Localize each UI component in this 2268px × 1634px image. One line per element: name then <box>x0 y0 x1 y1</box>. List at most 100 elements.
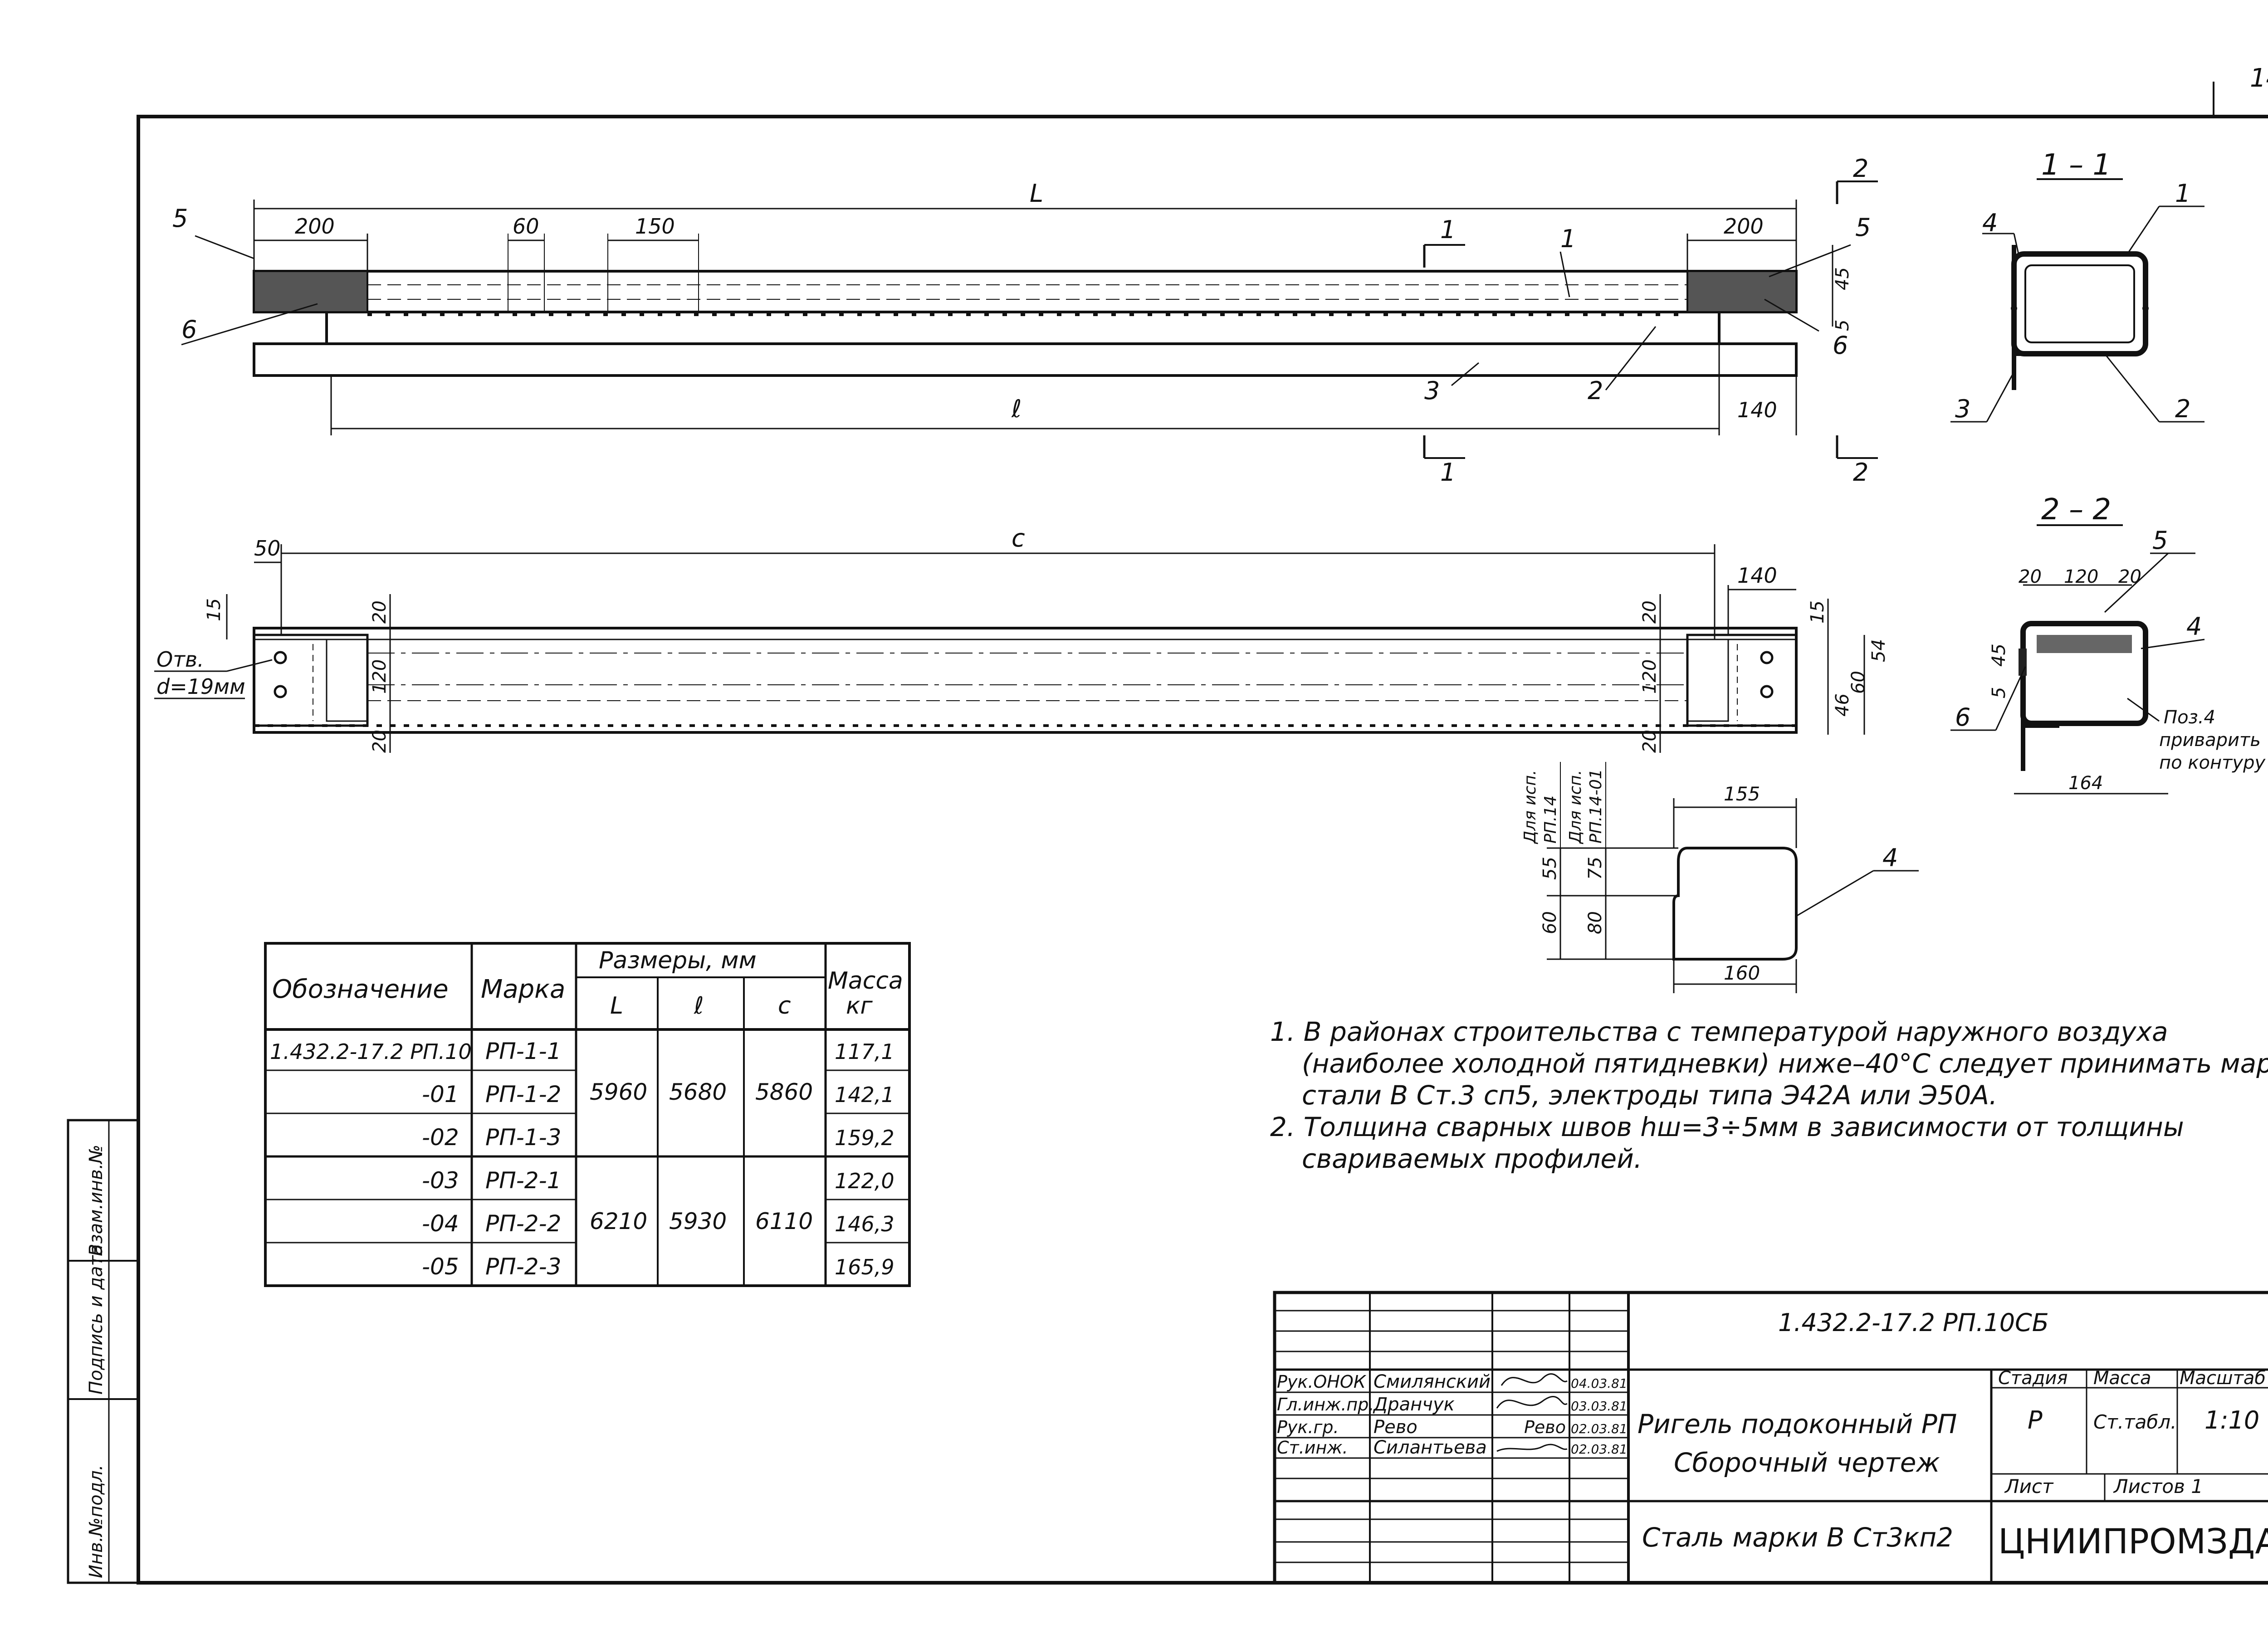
plate-detail: 155 160 55 60 75 80 Для исп. РП.14 Для и… <box>1521 762 1919 993</box>
dim-20-left-top: 20 <box>369 600 390 624</box>
s22-pos-6: 6 <box>1955 703 1970 732</box>
dim-15-right: 15 <box>1807 600 1828 624</box>
s22-dim-20b: 20 <box>2118 566 2141 587</box>
dim-15-left: 15 <box>204 598 225 621</box>
dim-200-right: 200 <box>1724 214 1764 239</box>
spec-table: Обозначение Марка Размеры, мм L ℓ c Масс… <box>264 942 911 1287</box>
dim-46: 46 <box>1832 693 1853 717</box>
tb-material: Сталь марки В Ст3кп2 <box>1642 1522 1953 1553</box>
group2-L: 6210 <box>590 1208 647 1234</box>
dim-60: 60 <box>513 214 539 239</box>
cut-1-top: 1 <box>1440 215 1456 244</box>
section-2-2-title: 2 – 2 <box>2041 493 2111 527</box>
row2-mass: 142,1 <box>835 1083 894 1107</box>
group1-c: 5860 <box>755 1079 813 1105</box>
tb-date-3: 02.03.81 <box>1571 1421 1628 1436</box>
s22-dim-5: 5 <box>1989 687 2009 698</box>
plate-pos-4: 4 <box>1882 844 1898 872</box>
row5-designation: -04 <box>422 1210 459 1237</box>
dim-150: 150 <box>635 214 675 239</box>
tb-name-1: Смилянский <box>1374 1371 1491 1392</box>
dim-45: 45 <box>1832 267 1853 290</box>
plate-dim-160: 160 <box>1724 962 1760 984</box>
plate-use1-a: Для исп. <box>1521 770 1540 844</box>
s22-note-3: по контуру <box>2159 752 2266 773</box>
section-2-2: 2 – 2 20 120 20 164 45 5 5 4 6 Поз.4 при… <box>1950 493 2266 795</box>
pos-5-right: 5 <box>1855 213 1871 242</box>
plate-dim-75: 75 <box>1585 857 1606 880</box>
hole-diameter: d=19мм <box>156 674 245 699</box>
dim-20-right-top: 20 <box>1639 600 1660 624</box>
cut-2-bottom: 2 <box>1853 458 1868 487</box>
side-stamp: Инв.№подл. Подпись и дата Взам.инв.№ <box>67 1119 140 1584</box>
row3-mark: РП-1-3 <box>485 1124 561 1151</box>
s22-dim-20a: 20 <box>2019 566 2042 587</box>
group2-l: 5930 <box>669 1208 727 1234</box>
pos-3: 3 <box>1424 376 1440 405</box>
th-l: ℓ <box>694 992 704 1019</box>
tb-sheet: Лист <box>2004 1475 2054 1497</box>
dim-50: 50 <box>254 536 281 561</box>
s11-pos-4: 4 <box>1982 209 1998 237</box>
dim-60: 60 <box>1848 671 1869 694</box>
plate-use2-a: Для исп. <box>1566 770 1585 844</box>
pos-6-right: 6 <box>1833 331 1848 360</box>
tb-role-1: Рук.ОНОК <box>1277 1372 1367 1392</box>
tb-title-1: Ригель подоконный РП <box>1637 1409 1957 1439</box>
row1-designation: 1.432.2-17.2 РП.10 <box>270 1039 472 1064</box>
cut-1-bottom: 1 <box>1440 458 1456 487</box>
tb-role-4: Ст.инж. <box>1277 1438 1348 1458</box>
plate-dim-55: 55 <box>1540 857 1560 880</box>
tb-organization: ЦНИИПРОМЗДАНИЙ <box>1998 1521 2268 1561</box>
th-designation: Обозначение <box>272 975 449 1004</box>
row1-mark: РП-1-1 <box>485 1038 561 1064</box>
hole-label: Отв. <box>156 647 204 672</box>
group1-L: 5960 <box>590 1079 647 1105</box>
s11-pos-3: 3 <box>1955 395 1970 423</box>
title-block: 1.432.2-17.2 РП.10СБ Рук.ОНОК Гл.инж.пр.… <box>1273 1291 2268 1585</box>
tb-name-2: Дранчук <box>1373 1394 1455 1415</box>
row6-designation: -05 <box>422 1254 459 1280</box>
plate-dim-80: 80 <box>1585 911 1606 934</box>
plate-use2-b: РП.14-01 <box>1587 769 1605 844</box>
s11-pos-2: 2 <box>2175 395 2190 423</box>
row2-mark: РП-1-2 <box>485 1081 561 1107</box>
plate-dim-60: 60 <box>1540 911 1560 934</box>
s22-pos-4: 4 <box>2186 612 2202 641</box>
s22-pos-5: 5 <box>2152 526 2168 555</box>
th-mass-unit: кг <box>846 992 873 1019</box>
stamp-signature-date: Подпись и дата <box>86 1244 107 1395</box>
dim-120-left: 120 <box>369 659 390 694</box>
tb-h-stage: Стадия <box>1998 1368 2068 1389</box>
row6-mark: РП-2-3 <box>485 1254 561 1280</box>
dim-5: 5 <box>1832 320 1853 331</box>
dim-54: 54 <box>1868 639 1889 662</box>
s22-note-1: Поз.4 <box>2164 707 2215 728</box>
th-mark: Марка <box>481 975 565 1004</box>
s11-pos-1: 1 <box>2175 179 2190 208</box>
section-1-1-title: 1 – 1 <box>2041 148 2111 182</box>
sheet-frame <box>137 82 2268 1585</box>
s22-note-2: приварить <box>2159 730 2261 751</box>
tb-scale: 1:10 <box>2204 1406 2259 1434</box>
tb-name-4: Силантьева <box>1374 1437 1487 1458</box>
dim-140-top: 140 <box>1737 398 1777 422</box>
beam-plan: c 50 15 20 120 20 Отв. d=19мм <box>154 524 1889 753</box>
note-line-4: 2. Толщина сварных швов hш=3÷5мм в завис… <box>1270 1112 2184 1142</box>
note-line-3: стали В Ст.3 сп5, электроды типа Э42А ил… <box>1302 1080 1997 1111</box>
row3-designation: -02 <box>422 1124 459 1151</box>
tb-date-1: 04.03.81 <box>1571 1376 1628 1391</box>
plate-dim-155: 155 <box>1724 783 1760 805</box>
section-1-1: 1 – 1 1 2 3 4 <box>1950 148 2204 423</box>
dim-L: L <box>1030 179 1043 208</box>
tb-signature-rebo: Рево <box>1524 1417 1566 1437</box>
tb-sheets: Листов 1 <box>2113 1475 2203 1497</box>
stamp-vzam-inv: Взам.инв.№ <box>86 1145 107 1256</box>
th-dimensions: Размеры, мм <box>599 947 757 974</box>
dim-c: c <box>1012 524 1025 552</box>
dim-20-left-bottom: 20 <box>369 730 390 753</box>
note-line-1: 1. В районах строительства с температуро… <box>1270 1016 2168 1047</box>
beam-elevation: L 200 60 150 200 ℓ 1 <box>172 154 1878 487</box>
s22-dim-45: 45 <box>1989 644 2009 667</box>
